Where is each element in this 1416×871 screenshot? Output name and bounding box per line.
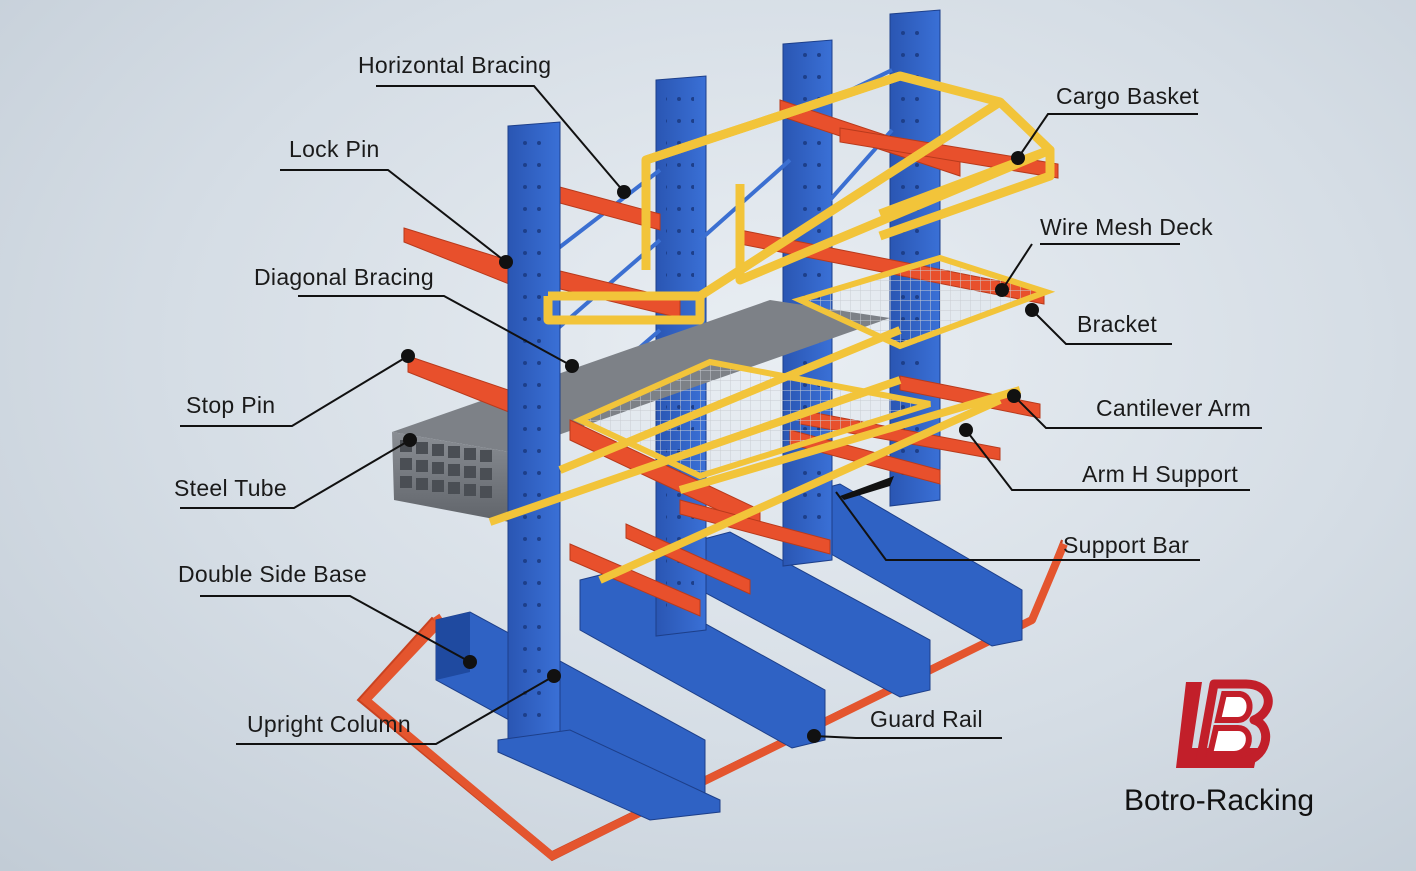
- support-bars: [488, 326, 1022, 584]
- label-wire-mesh-deck: Wire Mesh Deck: [1040, 214, 1213, 240]
- label-upright-column: Upright Column: [247, 711, 411, 737]
- label-guard-rail: Guard Rail: [870, 706, 983, 732]
- label-double-side-base: Double Side Base: [178, 561, 367, 587]
- label-bracket: Bracket: [1077, 311, 1158, 337]
- leader-lines: [180, 85, 1262, 745]
- base-beams: [435, 483, 1023, 809]
- label-stop-pin: Stop Pin: [186, 392, 276, 418]
- wire-mesh-decks: [572, 254, 1056, 480]
- label-horizontal-bracing: Horizontal Bracing: [358, 52, 552, 78]
- brand-logo: [1176, 679, 1273, 768]
- label-diagonal-bracing: Diagonal Bracing: [254, 264, 434, 290]
- cargo-basket-frame: [543, 71, 1055, 325]
- label-lock-pin: Lock Pin: [289, 136, 380, 162]
- label-support-bar: Support Bar: [1063, 532, 1190, 558]
- label-steel-tube: Steel Tube: [174, 475, 287, 501]
- front-upright: [497, 121, 721, 821]
- label-cantilever-arm: Cantilever Arm: [1096, 395, 1252, 421]
- label-cargo-basket: Cargo Basket: [1056, 83, 1199, 109]
- leader-dots: [401, 151, 1039, 743]
- label-arm-h-support: Arm H Support: [1082, 461, 1239, 487]
- brand-name: Botro-Racking: [1124, 784, 1315, 817]
